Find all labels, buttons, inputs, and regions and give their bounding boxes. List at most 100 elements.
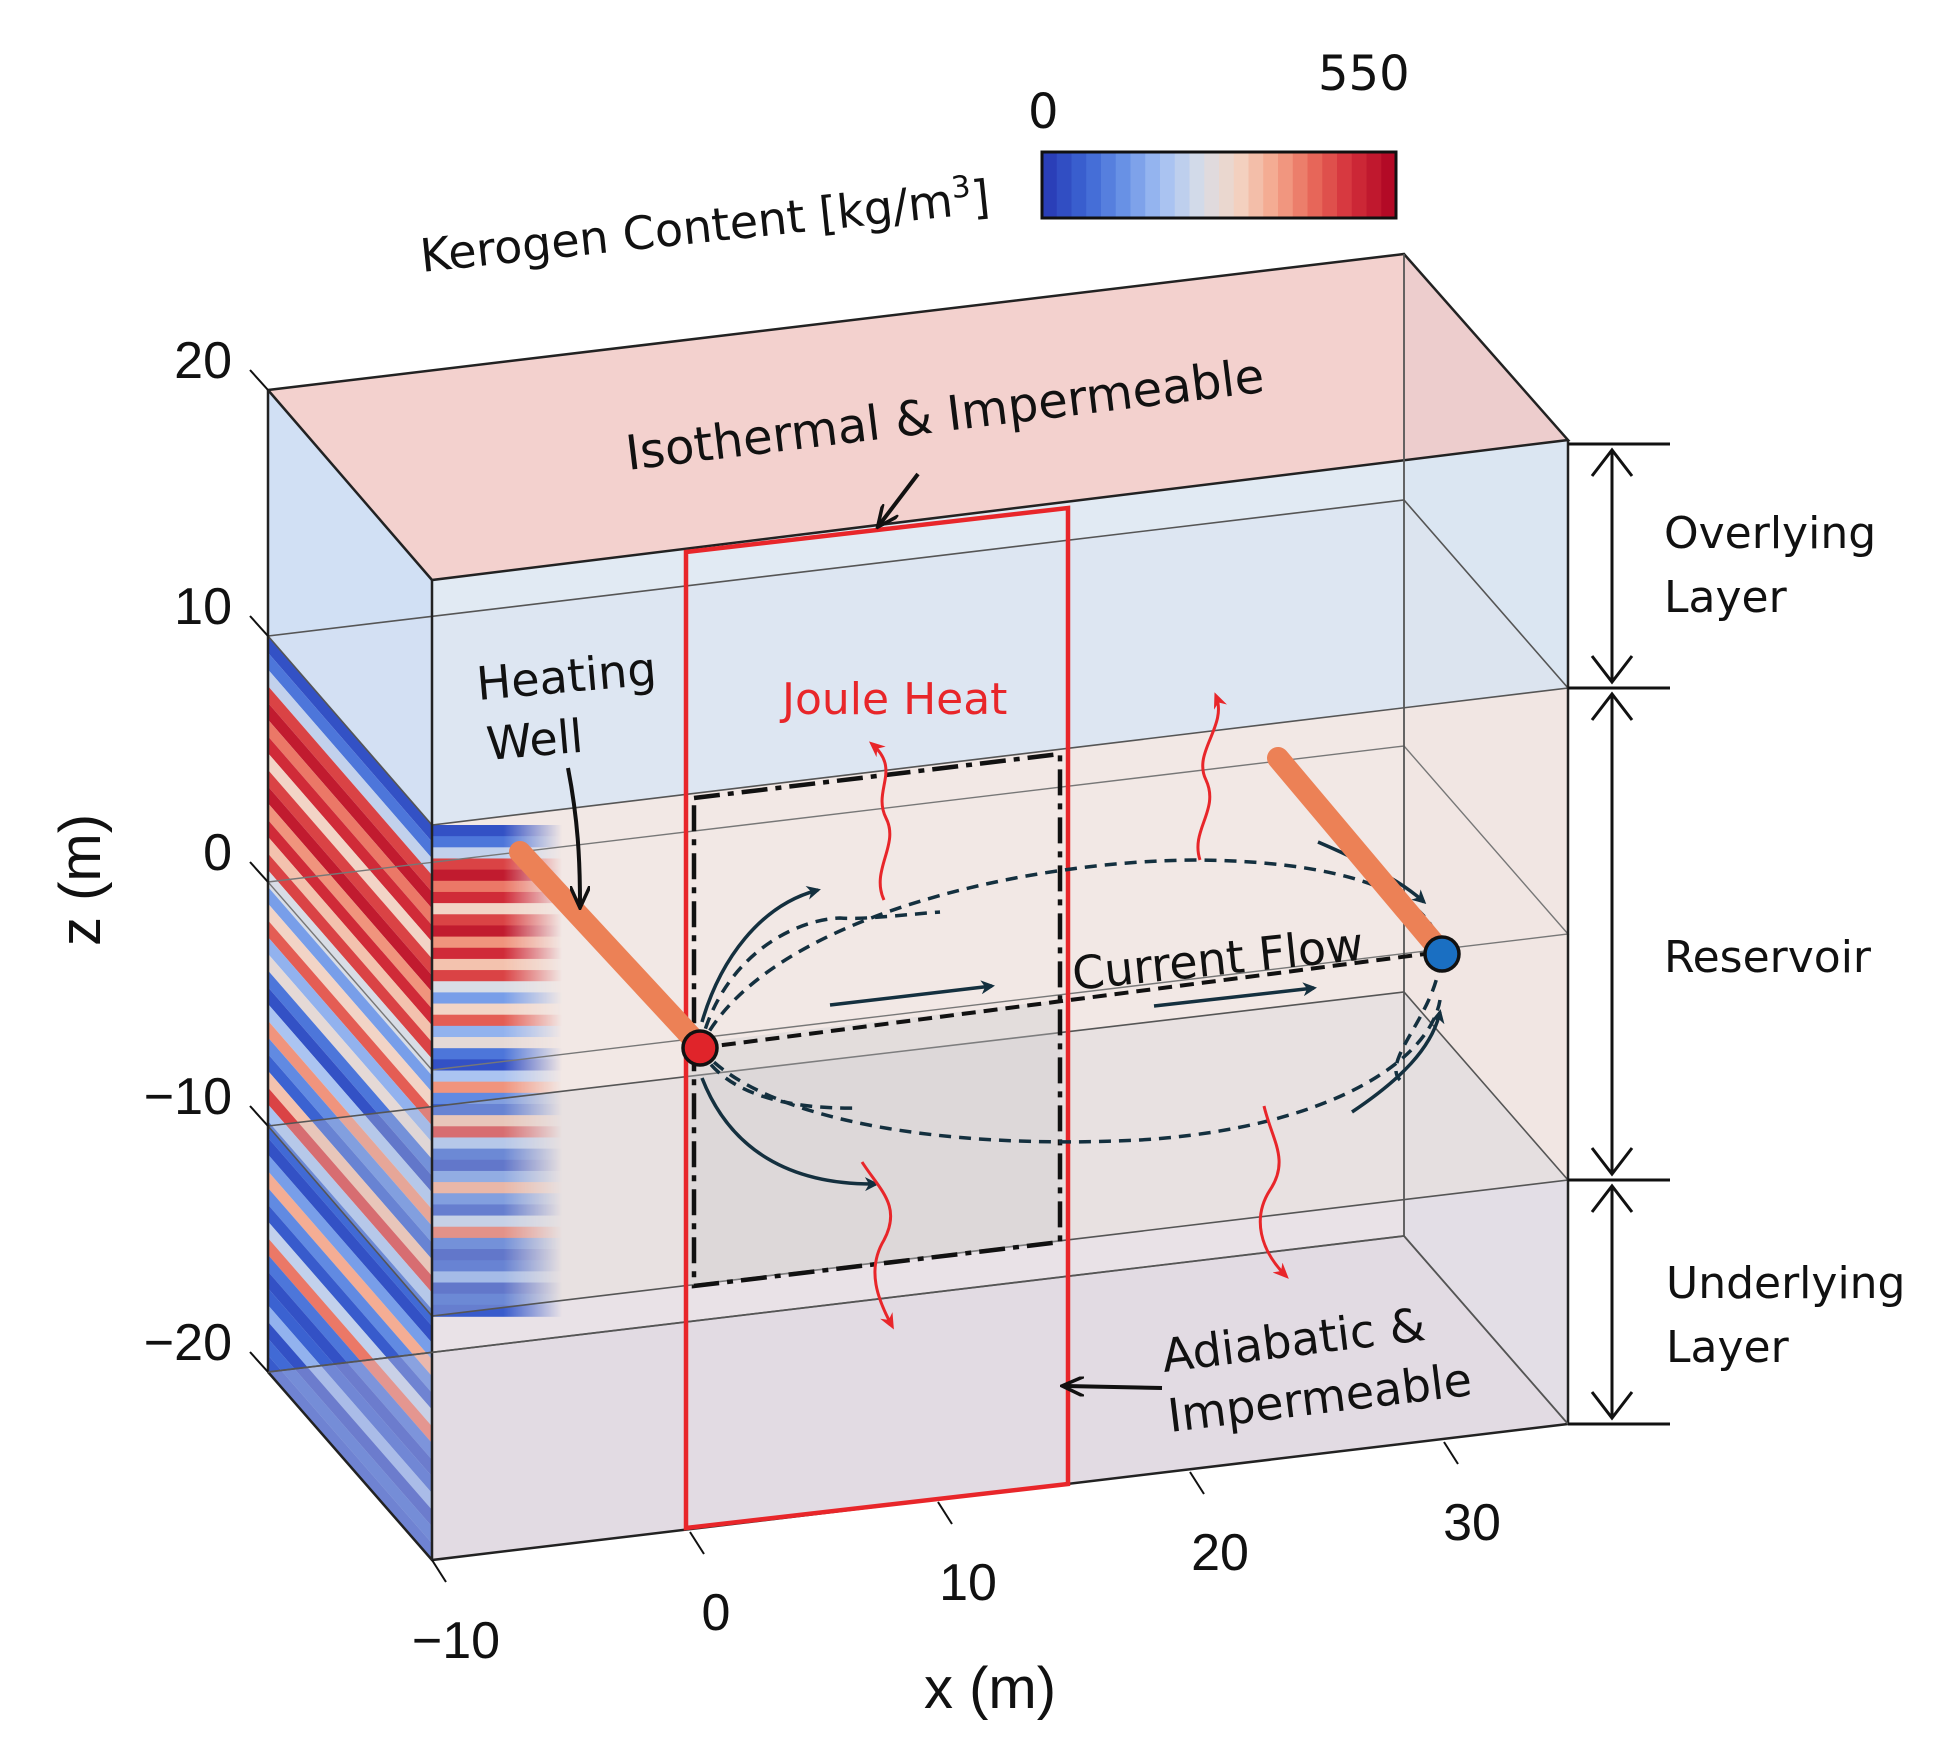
kerogen-front-stripe [432, 1103, 562, 1116]
kerogen-stripe [268, 903, 432, 1109]
colorbar-cell [1145, 152, 1161, 218]
kerogen-front-stripe [432, 825, 562, 837]
kerogen-stripe [268, 1070, 432, 1277]
kerogen-stripe [268, 1137, 432, 1343]
kerogen-front-stripe [432, 1014, 562, 1027]
kerogen-stripe [268, 853, 432, 1059]
kerogen-stripe [268, 1321, 432, 1527]
kerogen-stripe [268, 820, 432, 1026]
colorbar-cell [1292, 152, 1309, 218]
kerogen-front-stripe [432, 1215, 562, 1228]
kerogen-front-stripe [432, 1204, 562, 1217]
kerogen-stripe [268, 1305, 432, 1510]
kerogen-front-stripe [432, 970, 562, 983]
kerogen-front-stripe [432, 1159, 562, 1172]
kerogen-front-stripe [432, 1170, 562, 1183]
top-face [268, 254, 1568, 580]
x-axis-label: x (m) [924, 1656, 1056, 1721]
joule-heat-label: Joule Heat [779, 674, 1007, 725]
kerogen-front-stripe [432, 1237, 562, 1250]
x-axis: −10 0 10 20 30 x (m) [412, 1441, 1501, 1721]
kerogen-stripe [268, 1020, 432, 1226]
heating-well-left [509, 841, 709, 1055]
colorbar-min-label: 0 [1028, 84, 1059, 140]
colorbar-cell [1381, 152, 1397, 218]
z-tick-minus10: −10 [144, 1068, 232, 1126]
kerogen-stripe [268, 753, 432, 959]
kerogen-stripe [268, 1171, 432, 1377]
colorbar-cell [1042, 152, 1058, 218]
kerogen-front-stripe [432, 1182, 562, 1195]
colorbar-cell [1115, 152, 1132, 218]
colorbar-cell [1366, 152, 1382, 218]
kerogen-front-stripe [432, 958, 562, 971]
heating-well-right [1267, 747, 1449, 959]
kerogen-stripe [268, 719, 432, 926]
kerogen-stripe [268, 1221, 432, 1427]
joule-heat-arrows [860, 692, 1289, 1330]
kerogen-front-stripe [432, 1059, 562, 1072]
heat-arrow-1 [868, 741, 892, 901]
kerogen-stripe [268, 686, 432, 892]
kerogen-stripe [268, 1288, 432, 1494]
heating-well-arrow [566, 767, 580, 904]
flow-arrow-right [1153, 982, 1317, 1008]
colorbar-gradient [1042, 152, 1397, 218]
colorbar-cell [1351, 152, 1368, 218]
kerogen-front-stripe [432, 936, 562, 949]
kerogen-front-stripe [432, 869, 562, 882]
flow-line-upper [698, 858, 1442, 1082]
kerogen-front-stripe [432, 1126, 562, 1139]
colorbar-cell [1056, 152, 1073, 218]
heat-arrow-4 [1258, 1105, 1289, 1279]
kerogen-front-stripe [432, 1260, 562, 1273]
kerogen-stripe [268, 1087, 432, 1293]
colorbar-frame [1040, 150, 1398, 220]
kerogen-stripe [268, 1204, 432, 1410]
kerogen-stripe [268, 786, 432, 993]
z-tick-minus20: −20 [144, 1314, 232, 1372]
kerogen-stripe [268, 1271, 432, 1477]
reservoir-label: Reservoir [1664, 932, 1872, 983]
kerogen-front-stripe [432, 1070, 562, 1083]
kerogen-stripe [268, 1054, 432, 1260]
z-tick-20: 20 [174, 332, 232, 390]
kerogen-stripe [268, 669, 432, 876]
kerogen-front-stripe [432, 914, 562, 927]
underlying-label-line1: Underlying [1666, 1258, 1906, 1309]
flow-arrow-lower-right [1351, 1009, 1445, 1114]
colorbar-cell [1322, 152, 1338, 218]
kerogen-stripe [268, 1188, 432, 1393]
top-boundary-arrow [880, 472, 920, 524]
kerogen-stripe [268, 937, 432, 1143]
computational-domain [691, 751, 1063, 1289]
heating-well-label-line2: Well [484, 709, 585, 771]
heat-arrow-2 [1196, 692, 1227, 861]
flow-arrow-lower-left [700, 1077, 879, 1192]
kerogen-stripe [268, 1004, 432, 1210]
kerogen-front-stripe [432, 1148, 562, 1161]
colorbar: 0 550 Kerogen Content [kg/m3] [418, 46, 1410, 283]
colorbar-cell [1130, 152, 1146, 218]
heat-arrow-3 [860, 1161, 894, 1330]
kerogen-front-stripe [432, 903, 562, 916]
kerogen-front-stripe [432, 1249, 562, 1262]
colorbar-cell [1307, 152, 1323, 218]
kerogen-stripe [268, 1254, 432, 1460]
bottom-boundary-arrow [1066, 1386, 1163, 1388]
kerogen-distribution [268, 636, 432, 1560]
kerogen-front-stripe [432, 1137, 562, 1150]
kerogen-front-stripe [432, 1115, 562, 1128]
anode-electrode [681, 1029, 719, 1067]
kerogen-stripe [268, 636, 432, 842]
left-face-overlying [268, 390, 432, 825]
cathode-electrode [1423, 935, 1461, 973]
kerogen-front-stripe [432, 947, 562, 960]
kerogen-stripe [268, 1355, 432, 1560]
colorbar-cell [1160, 152, 1176, 218]
computational-domain-fill [686, 1000, 1060, 1286]
x-tick-0: 0 [702, 1584, 731, 1642]
kerogen-stripe [268, 803, 432, 1009]
kerogen-front-fade [432, 825, 562, 1317]
